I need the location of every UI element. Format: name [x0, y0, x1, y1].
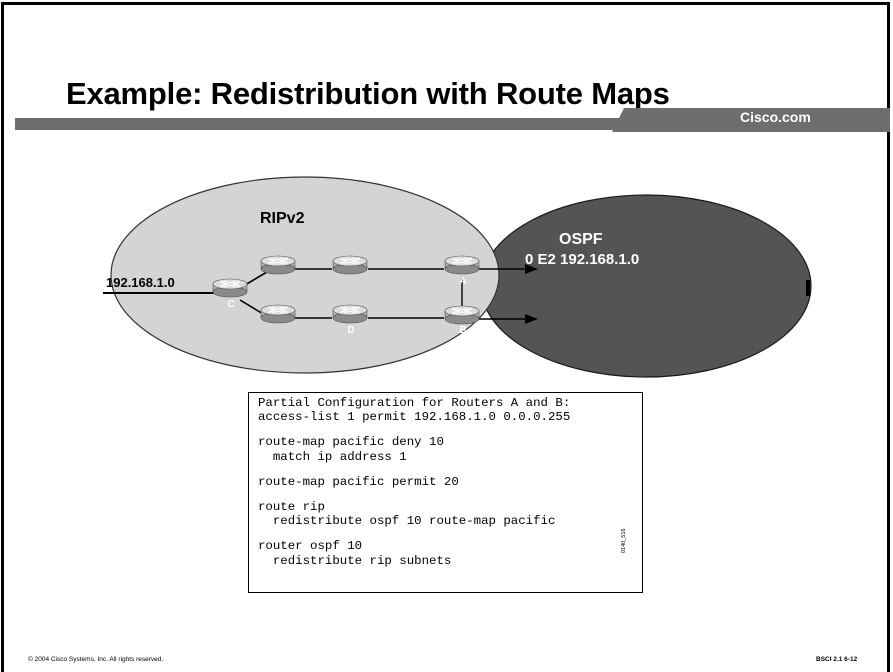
config-gap	[258, 489, 633, 500]
network-label: 192.168.1.0	[106, 275, 175, 290]
config-gap	[258, 424, 633, 435]
copyright-footer: © 2004 Cisco Systems, Inc. All rights re…	[28, 656, 164, 663]
router-b-label: B	[459, 325, 466, 336]
slide-number-footer: BSCI 2.1 6-12	[816, 656, 858, 663]
ospf-domain	[480, 194, 812, 378]
config-line: route rip	[258, 500, 325, 515]
config-box: Partial Configuration for Routers A and …	[248, 392, 643, 593]
router-a	[444, 255, 480, 275]
config-lines: Partial Configuration for Routers A and …	[258, 396, 633, 568]
config-line: router ospf 10	[258, 539, 363, 554]
rip-domain-label: RIPv2	[260, 210, 305, 227]
config-line: route-map pacific deny 10	[258, 435, 444, 450]
ospf-domain-label: OSPF	[559, 231, 603, 248]
ospf-route-label: 0 E2 192.168.1.0	[525, 251, 639, 268]
router-c	[212, 278, 248, 298]
config-line: access-list 1 permit 192.168.1.0 0.0.0.2…	[258, 410, 571, 425]
ospf-edge-mark	[806, 280, 810, 296]
brand-label: Cisco.com	[740, 109, 811, 125]
router-b	[444, 305, 480, 325]
router-c-label: C	[227, 299, 234, 310]
router-lower-1	[260, 304, 296, 324]
config-line: redistribute rip subnets	[258, 553, 452, 568]
config-gap	[258, 528, 633, 539]
config-line: match ip address 1	[258, 449, 407, 464]
figure-id: 0140_516	[621, 528, 627, 553]
router-upper-2	[332, 255, 368, 275]
config-line: redistribute ospf 10 route-map pacific	[258, 514, 556, 529]
router-upper-1	[260, 255, 296, 275]
config-gap	[258, 464, 633, 475]
slide-title: Example: Redistribution with Route Maps	[66, 76, 670, 111]
config-line: Partial Configuration for Routers A and …	[258, 396, 571, 410]
arrow-b-head	[525, 314, 538, 324]
arrow-a-head	[525, 264, 538, 274]
router-a-label: A	[459, 276, 466, 287]
router-d	[332, 304, 368, 324]
network-diagram: C A B D RIPv2 OSPF 0 E2 192.168.1.0 192.…	[103, 176, 812, 378]
router-d-label: D	[347, 325, 354, 336]
header-band	[15, 118, 890, 130]
rip-domain	[110, 176, 500, 374]
config-line: route-map pacific permit 20	[258, 474, 459, 489]
